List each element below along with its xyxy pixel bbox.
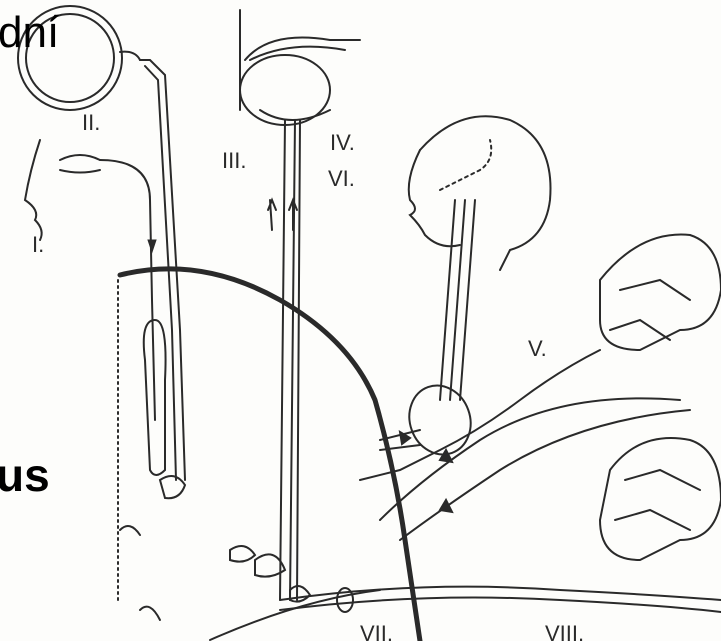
label-nerve-8: VIII. [545,621,584,641]
label-nerve-7: VII. [360,621,393,641]
brainstem-section-illustration [240,10,360,600]
label-nerve-2: II. [82,110,100,135]
label-nerve-3: III. [222,148,246,173]
slide-title-fragment: dní [0,8,59,58]
skull-illustration-lower [380,398,721,560]
lower-nerves [210,587,721,640]
slide-body-fragment: us [0,448,50,502]
label-nerve-6: VI. [328,166,355,191]
label-nerve-1: I. [32,232,44,257]
label-nerve-4: IV. [330,130,355,155]
nose-illustration [25,140,155,420]
label-nerve-5: V. [528,336,547,361]
